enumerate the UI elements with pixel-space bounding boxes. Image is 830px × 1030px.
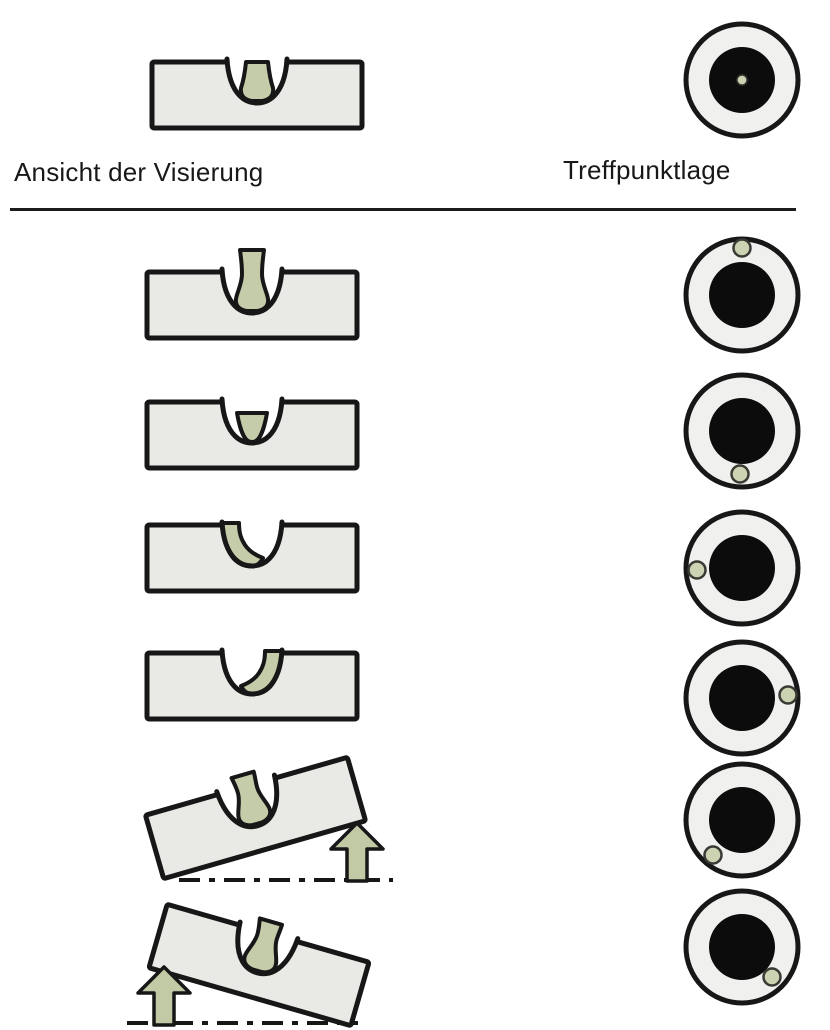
target-front-sight-too-low	[683, 372, 801, 490]
sight-view-front-sight-pressed-right	[144, 646, 360, 722]
sight-view-front-sight-pressed-left	[144, 518, 360, 594]
target-front-sight-too-high	[683, 236, 801, 354]
lift-direction-arrow	[329, 821, 385, 883]
sight-view-correct-sight-picture	[149, 55, 365, 131]
target-sight-canted-right-side-up	[683, 761, 801, 879]
bullet-impact-dot	[687, 560, 707, 580]
bullet-impact-dot	[730, 464, 750, 484]
bullet-impact-dot	[762, 967, 782, 987]
target-bullseye	[709, 787, 775, 853]
column-title-impact-point: Treffpunktlage	[563, 155, 731, 185]
bullet-impact-dot	[736, 74, 748, 86]
target-bullseye	[709, 262, 775, 328]
target-bullseye	[709, 535, 775, 601]
front-sight-post	[238, 60, 276, 103]
rear-sight-notch	[224, 56, 290, 106]
sight-view-sight-canted-left-side-up	[127, 902, 372, 1028]
rear-sight-notch	[219, 647, 285, 697]
rear-sight-notch	[219, 519, 285, 569]
target-front-sight-pressed-left	[683, 509, 801, 627]
target-bullseye	[709, 398, 775, 464]
lift-direction-arrow	[136, 965, 192, 1027]
rear-sight-notch	[214, 772, 280, 830]
target-bullseye	[709, 914, 775, 980]
sight-view-front-sight-too-high	[144, 248, 360, 341]
header-divider-line	[10, 208, 796, 211]
rear-sight-notch	[219, 396, 285, 446]
bullet-impact-dot	[732, 238, 752, 258]
sight-view-front-sight-too-low	[144, 395, 360, 471]
target-bullseye	[709, 665, 775, 731]
bullet-impact-dot	[778, 685, 798, 705]
column-title-sight-view: Ansicht der Visierung	[14, 157, 264, 187]
rear-sight-notch	[219, 266, 285, 316]
sight-view-sight-canted-right-side-up	[143, 755, 393, 883]
front-sight-post	[233, 248, 271, 313]
target-correct-sight-picture	[683, 21, 801, 139]
target-sight-canted-left-side-up	[683, 888, 801, 1006]
target-front-sight-pressed-right	[683, 639, 801, 757]
bullet-impact-dot	[703, 845, 723, 865]
rear-sight-notch	[235, 919, 301, 977]
